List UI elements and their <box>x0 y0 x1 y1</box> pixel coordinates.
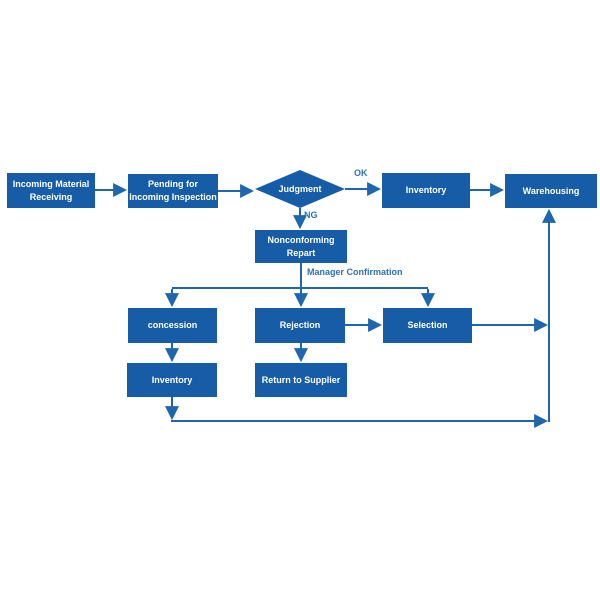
node-concession: concession <box>128 308 217 343</box>
node-nonconforming-repart: Nonconforming Repart <box>255 230 347 263</box>
node-inventory-after-judgment: Inventory <box>382 173 470 208</box>
node-label-line: Judgment <box>278 183 322 194</box>
edge-label-ok: OK <box>354 168 368 178</box>
node-label-line: Return to Supplier <box>261 374 341 385</box>
node-label-line: Repart <box>286 247 316 258</box>
node-inventory-after-concession: Inventory <box>127 363 217 397</box>
node-warehousing: Warehousing <box>505 174 597 208</box>
node-label-line: Pending for <box>148 179 198 190</box>
node-incoming-material-receiving: Incoming Material Receiving <box>7 173 95 208</box>
node-label-line: Rejection <box>279 320 321 331</box>
node-label-line: Receiving <box>29 191 73 202</box>
node-label-line: Inventory <box>151 374 193 385</box>
node-pending-for-incoming-inspection: Pending for Incoming Inspection <box>128 174 218 208</box>
node-label-line: concession <box>147 320 198 331</box>
node-rejection: Rejection <box>255 308 345 343</box>
node-label-line: Incoming Material <box>12 178 90 189</box>
node-label-line: Nonconforming <box>267 234 335 245</box>
node-label-line: Selection <box>407 320 448 331</box>
node-selection: Selection <box>383 308 472 343</box>
edge-label-manager-confirmation: Manager Confirmation <box>307 267 403 277</box>
edge-label-ng: NG <box>304 210 318 220</box>
node-label-line: Inventory <box>405 185 447 196</box>
node-label-line: Warehousing <box>522 185 580 196</box>
node-return-to-supplier: Return to Supplier <box>255 363 347 397</box>
node-label-line: Incoming Inspection <box>129 192 217 202</box>
